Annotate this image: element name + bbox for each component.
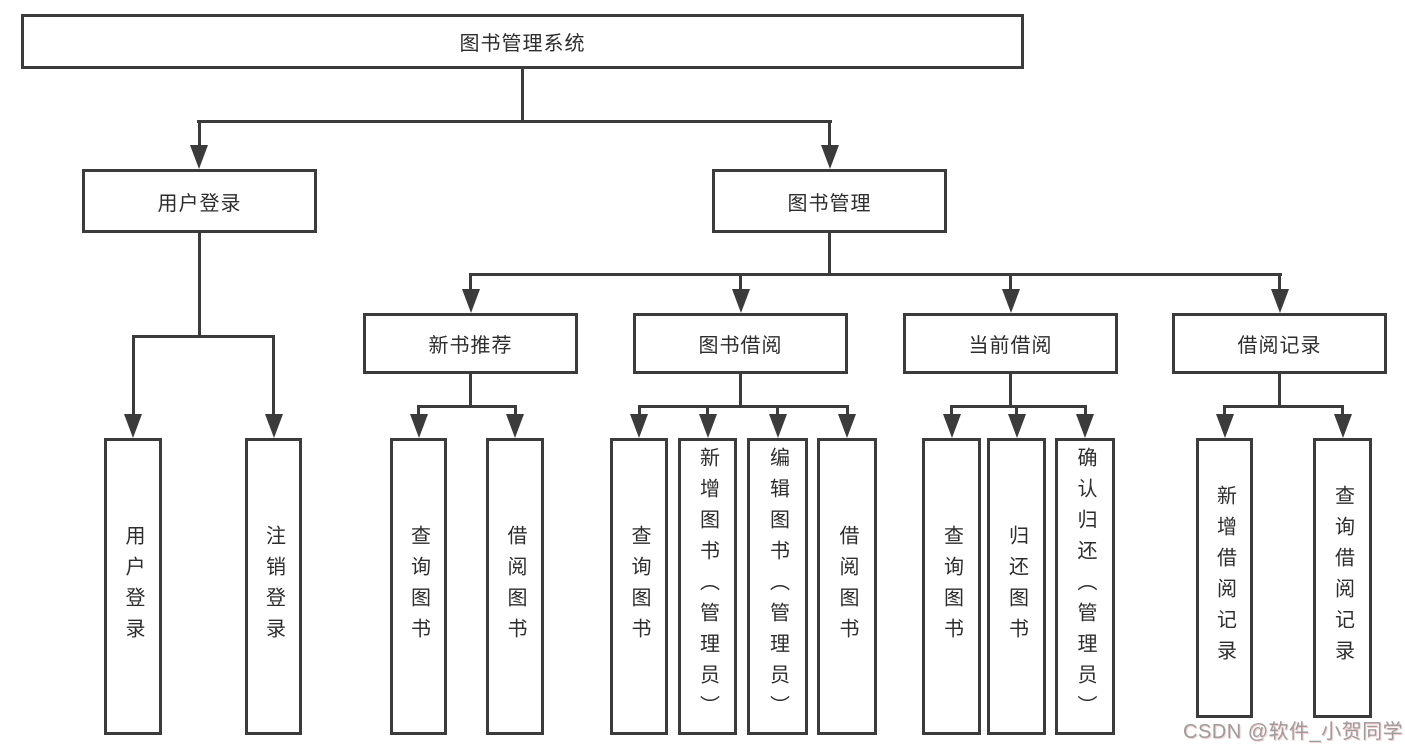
connector-line xyxy=(950,405,953,417)
connector-line xyxy=(638,405,849,408)
leaf-user-login: 用户登录 xyxy=(104,438,162,735)
leaf-label: 查询图书 xyxy=(407,524,430,649)
node-book-borrow: 图书借阅 xyxy=(633,313,848,374)
node-root-system: 图书管理系统 xyxy=(21,14,1024,69)
connector-line xyxy=(1223,405,1344,408)
leaf-edit-books-admin: 编辑图书（管理员） xyxy=(747,438,808,735)
node-label: 图书借阅 xyxy=(698,335,783,357)
connector-line xyxy=(828,233,831,276)
connector-line xyxy=(776,405,779,417)
connector-line xyxy=(469,273,1282,276)
arrow-down-icon xyxy=(769,414,787,438)
leaf-label: 借阅图书 xyxy=(836,524,858,649)
connector-line xyxy=(514,405,517,417)
arrow-down-icon xyxy=(506,414,524,438)
arrow-down-icon xyxy=(630,414,648,438)
leaf-label: 新增图书（管理员） xyxy=(696,447,719,726)
leaf-label: 借阅图书 xyxy=(504,524,526,649)
connector-line xyxy=(739,374,742,408)
leaf-label: 查询图书 xyxy=(628,524,650,649)
connector-line xyxy=(272,335,275,417)
arrow-down-icon xyxy=(699,414,717,438)
connector-line xyxy=(950,405,1087,408)
connector-line xyxy=(1341,405,1344,417)
leaf-label: 新增借阅记录 xyxy=(1213,485,1236,671)
arrow-down-icon xyxy=(838,414,856,438)
arrow-down-icon xyxy=(1216,414,1234,438)
arrow-down-icon xyxy=(1334,414,1352,438)
connector-line xyxy=(1015,405,1018,417)
leaf-label: 编辑图书（管理员） xyxy=(766,447,789,726)
arrow-down-icon xyxy=(1271,289,1289,313)
connector-line xyxy=(1084,405,1087,417)
node-label: 借阅记录 xyxy=(1237,335,1322,357)
connector-line xyxy=(417,405,420,417)
connector-line xyxy=(198,120,201,148)
arrow-down-icon xyxy=(265,414,283,438)
arrow-down-icon xyxy=(732,289,750,313)
leaf-label: 用户登录 xyxy=(122,524,144,649)
arrow-down-icon xyxy=(124,414,142,438)
node-book-management: 图书管理 xyxy=(712,169,947,233)
leaf-borrow-books-recommend: 借阅图书 xyxy=(486,438,544,735)
leaf-query-books-borrow: 查询图书 xyxy=(610,438,668,735)
node-borrow-records: 借阅记录 xyxy=(1172,313,1387,374)
connector-line xyxy=(521,69,524,123)
connector-line xyxy=(706,405,709,417)
arrow-down-icon xyxy=(462,289,480,313)
leaf-borrow-books: 借阅图书 xyxy=(817,438,877,735)
connector-line xyxy=(197,120,832,123)
node-current-borrow: 当前借阅 xyxy=(903,313,1118,374)
connector-line xyxy=(1278,374,1281,408)
leaf-label: 查询借阅记录 xyxy=(1331,485,1354,671)
connector-line xyxy=(638,405,641,417)
arrow-down-icon xyxy=(410,414,428,438)
leaf-query-books-recommend: 查询图书 xyxy=(390,438,447,735)
node-label: 新书推荐 xyxy=(428,335,513,357)
connector-line xyxy=(846,405,849,417)
connector-line xyxy=(739,273,742,292)
arrow-down-icon xyxy=(821,145,839,169)
arrow-down-icon xyxy=(1008,414,1026,438)
connector-line xyxy=(417,405,517,408)
leaf-label: 注销登录 xyxy=(262,524,285,649)
leaf-query-books-current: 查询图书 xyxy=(922,438,981,735)
arrow-down-icon xyxy=(943,414,961,438)
leaf-label: 查询图书 xyxy=(940,524,963,649)
node-label: 当前借阅 xyxy=(968,335,1053,357)
leaf-add-books-admin: 新增图书（管理员） xyxy=(678,438,737,735)
leaf-label: 确认归还（管理员） xyxy=(1074,447,1096,726)
connector-line xyxy=(828,120,831,148)
leaf-add-borrow-record: 新增借阅记录 xyxy=(1196,438,1253,718)
node-label: 图书管理 xyxy=(787,192,872,215)
leaf-query-borrow-record: 查询借阅记录 xyxy=(1313,438,1372,718)
leaf-return-books: 归还图书 xyxy=(987,438,1046,735)
arrow-down-icon xyxy=(1076,414,1094,438)
connector-line xyxy=(1223,405,1226,417)
node-label: 用户登录 xyxy=(157,192,242,215)
leaf-confirm-return-admin: 确认归还（管理员） xyxy=(1055,438,1115,735)
connector-line xyxy=(1009,374,1012,408)
connector-line xyxy=(132,335,275,338)
node-user-login: 用户登录 xyxy=(82,169,317,233)
leaf-label: 归还图书 xyxy=(1005,524,1028,649)
connector-line xyxy=(198,233,201,338)
arrow-down-icon xyxy=(190,145,208,169)
connector-line xyxy=(1009,273,1012,292)
connector-line xyxy=(469,374,472,408)
connector-line xyxy=(1278,273,1281,292)
leaf-logout: 注销登录 xyxy=(245,438,302,735)
connector-line xyxy=(132,335,135,417)
node-new-book-recommend: 新书推荐 xyxy=(363,313,578,374)
connector-line xyxy=(469,273,472,292)
csdn-watermark: CSDN @软件_小贺同学 xyxy=(1183,721,1404,743)
arrow-down-icon xyxy=(1002,289,1020,313)
node-label: 图书管理系统 xyxy=(459,33,586,55)
